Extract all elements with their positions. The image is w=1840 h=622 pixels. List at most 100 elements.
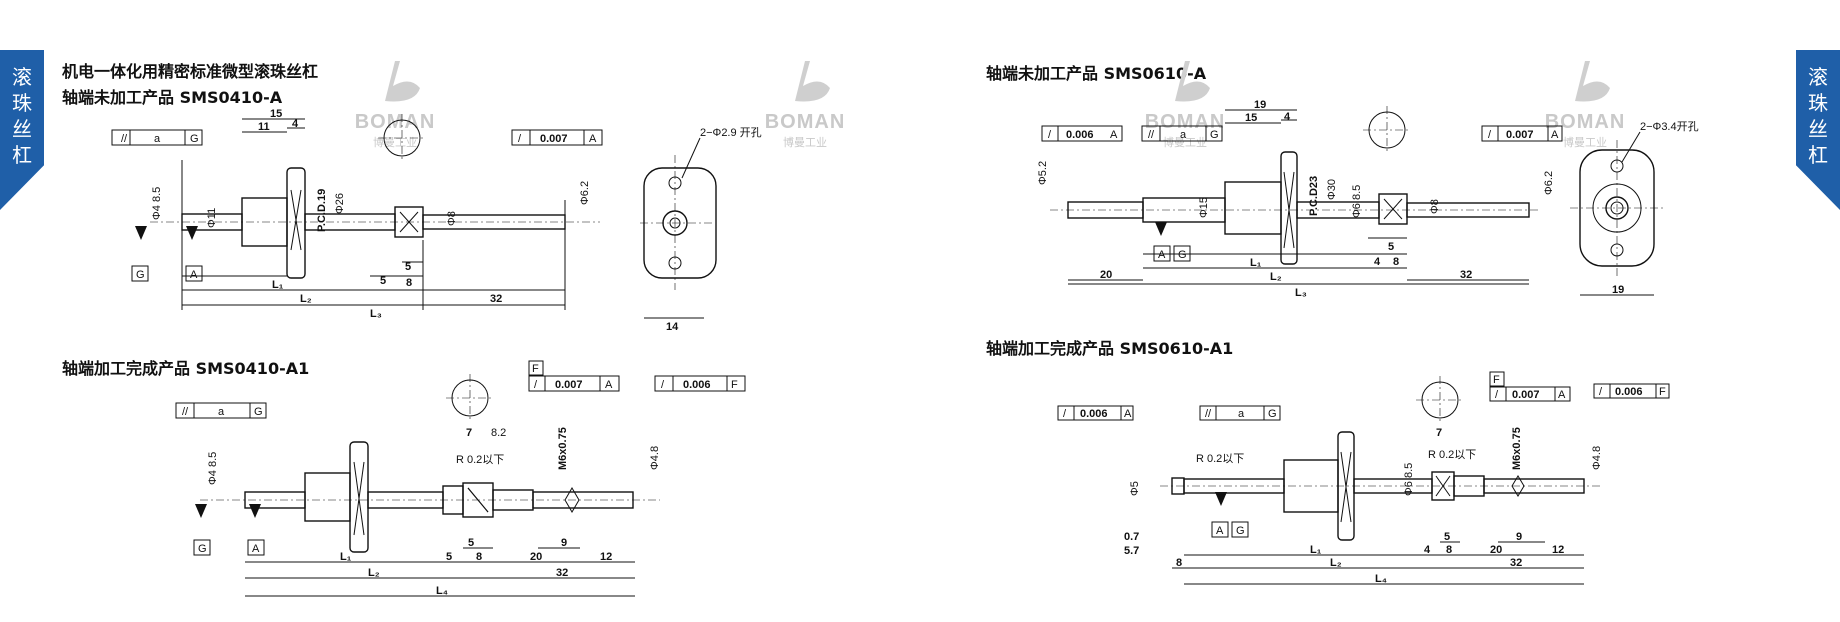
dim-5a: 5	[380, 275, 386, 287]
ref-g: G	[1268, 408, 1277, 420]
label-l3: L₃	[1295, 287, 1307, 299]
dim-20: 20	[1490, 544, 1502, 556]
label-l1: L₁	[340, 551, 352, 563]
side-tab-right: 滚珠丝杠	[1796, 50, 1840, 210]
watermark-brand: BOMAN	[1144, 111, 1226, 133]
ref-a2: A	[1558, 389, 1566, 401]
label-l2: L₂	[368, 567, 380, 579]
ref-a: A	[1110, 129, 1118, 141]
watermark-3: BOMAN 博曼工业	[1130, 56, 1240, 150]
ref-f2: F	[1659, 386, 1666, 398]
dim-phi48: Φ4.8	[1591, 446, 1603, 470]
watermark-sub: 博曼工业	[1563, 137, 1607, 149]
dim-phi62: Φ6.2	[1543, 171, 1555, 195]
dim-5: 5	[1444, 531, 1450, 543]
tol-0006b: 0.006	[1615, 386, 1643, 398]
section-title-br: 轴端加工完成产品 SMS0610-A1	[986, 339, 1234, 358]
tol-a: a	[1180, 129, 1187, 141]
dim-15: 15	[1245, 112, 1257, 124]
label-l2: L₂	[1270, 271, 1282, 283]
dim-phi48: Φ4.8	[649, 446, 661, 470]
dim-07: 0.7	[1124, 531, 1139, 543]
svg-text:/: /	[1495, 389, 1499, 401]
dim-7: 7	[1436, 427, 1442, 439]
svg-text:/: /	[1048, 129, 1052, 141]
dim-32: 32	[1510, 557, 1522, 569]
label-l4: L₄	[1375, 573, 1387, 585]
datum-a: A	[1216, 525, 1224, 537]
side-tab-left: 滚珠丝杠	[0, 50, 44, 210]
dim-4: 4	[1424, 544, 1431, 556]
tol-a: a	[1238, 408, 1245, 420]
watermark-2: BOMAN 博曼工业	[750, 56, 860, 150]
dim-12: 12	[1552, 544, 1564, 556]
dim-5b: 5	[446, 551, 452, 563]
dim-phi26: Φ26	[334, 193, 346, 214]
dim-pcd: P.C.D23	[1308, 176, 1320, 216]
watermark-4: BOMAN 博曼工业	[1530, 56, 1640, 150]
section-title-tr: 轴端未加工产品 SMS0610-A	[986, 64, 1207, 83]
svg-text:/: /	[1063, 408, 1067, 420]
ref-a: A	[1124, 408, 1132, 420]
note-r02: R 0.2以下	[456, 454, 504, 466]
tolerance-frame-a-g: // a G	[111, 129, 203, 146]
datum-f: F	[1493, 374, 1500, 386]
boman-logo-icon	[795, 61, 830, 102]
label-l1: L₁	[272, 279, 284, 291]
dim-5b: 5	[405, 261, 411, 273]
dim-8: 8	[406, 277, 412, 289]
dim-phi4: Φ4 8.5	[207, 452, 219, 485]
dim-8: 8	[1393, 256, 1399, 268]
holes-note: 2−Φ3.4开孔	[1640, 120, 1699, 133]
dim-phi5: Φ5	[1129, 481, 1141, 496]
ref-a2: A	[1551, 129, 1559, 141]
tol-0006: 0.006	[1066, 129, 1094, 141]
label-l4: L₄	[436, 585, 448, 597]
dim-pcd: P.C.D.19	[316, 189, 328, 232]
dim-57: 5.7	[1124, 545, 1139, 557]
tol-0007: 0.007	[1506, 129, 1534, 141]
watermark-sub: 博曼工业	[783, 137, 827, 149]
dim-9: 9	[1516, 531, 1522, 543]
label-l1: L₁	[1250, 257, 1262, 269]
dim-phi30: Φ30	[1326, 179, 1338, 200]
dim-19b: 19	[1612, 284, 1624, 296]
dim-phi15: Φ15	[1198, 197, 1210, 218]
dim-phi4: Φ4 8.5	[151, 187, 163, 220]
label-l1: L₁	[1310, 544, 1322, 556]
ref-g: G	[190, 133, 199, 145]
svg-text:/: /	[534, 379, 538, 391]
svg-text:/: /	[661, 379, 665, 391]
dim-15: 15	[270, 108, 282, 120]
ref-g: G	[254, 406, 263, 418]
dim-m6: M6x0.75	[1511, 427, 1523, 470]
dim-19: 19	[1254, 99, 1266, 111]
ref-f2: F	[731, 379, 738, 391]
datum-g: G	[136, 269, 145, 281]
datum-g: G	[1178, 249, 1187, 261]
watermark-sub: 博曼工业	[1163, 137, 1207, 149]
watermark-brand: BOMAN	[1544, 111, 1626, 133]
dim-8: 8	[1176, 557, 1182, 569]
dim-phi52: Φ5.2	[1037, 161, 1049, 185]
datum-g: G	[198, 543, 207, 555]
dim-32: 32	[1460, 269, 1472, 281]
dim-14: 14	[666, 321, 679, 333]
holes-note: 2−Φ2.9 开孔	[700, 126, 762, 139]
tol-a: a	[218, 406, 225, 418]
datum-a: A	[1158, 249, 1166, 261]
dim-32: 32	[490, 293, 502, 305]
dim-20: 20	[1100, 269, 1112, 281]
tol-0007: 0.007	[540, 133, 568, 145]
dim-8: 8	[476, 551, 482, 563]
side-tab-left-label: 滚珠丝杠	[12, 65, 32, 167]
svg-text://: //	[182, 406, 189, 418]
dim-phi11: Φ11	[206, 208, 218, 228]
section-title-bl: 轴端加工完成产品 SMS0410-A1	[62, 359, 310, 378]
tol-0006: 0.006	[683, 379, 711, 391]
dim-12: 12	[600, 551, 612, 563]
dim-5: 5	[1388, 241, 1394, 253]
ref-g: G	[1210, 129, 1219, 141]
